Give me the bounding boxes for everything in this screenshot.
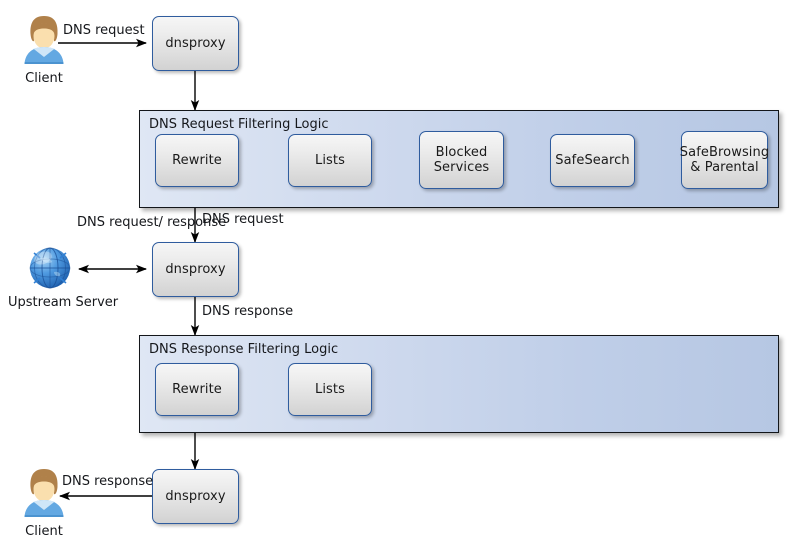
dnsproxy-top-node[interactable]: dnsproxy <box>152 16 239 71</box>
edge-label-dnsproxy-to-client: DNS response <box>62 474 154 489</box>
stage-blocked-services-label-line1: Blocked <box>435 145 488 160</box>
dns-response-filtering-panel: DNS Response Filtering Logic <box>139 335 779 433</box>
stage-blocked-services[interactable]: Blocked Services <box>419 131 504 189</box>
stage-rewrite-request[interactable]: Rewrite <box>155 134 239 187</box>
edge-label-upstream-line1: DNS <box>77 215 105 230</box>
stage-lists-response-label: Lists <box>315 382 345 397</box>
stage-rewrite-response[interactable]: Rewrite <box>155 363 239 416</box>
stage-safesearch-label: SafeSearch <box>555 153 630 168</box>
dnsproxy-middle-label: dnsproxy <box>165 262 226 277</box>
stage-blocked-services-label-line2: Services <box>433 160 490 175</box>
dns-response-filtering-panel-title: DNS Response Filtering Logic <box>149 342 339 357</box>
dnsproxy-middle-node[interactable]: dnsproxy <box>152 242 239 297</box>
stage-safesearch[interactable]: SafeSearch <box>550 134 635 187</box>
dns-request-filtering-panel-title: DNS Request Filtering Logic <box>149 117 329 132</box>
dnsproxy-bottom-node[interactable]: dnsproxy <box>152 469 239 524</box>
stage-lists-response[interactable]: Lists <box>288 363 372 416</box>
client-bottom-caption: Client <box>25 524 63 539</box>
upstream-server-globe <box>24 242 76 298</box>
client-bottom-avatar <box>22 467 66 525</box>
upstream-server-caption-line1: Upstream <box>8 295 72 310</box>
edge-label-client-to-dnsproxy: DNS request <box>63 23 145 38</box>
stage-lists-request[interactable]: Lists <box>288 134 372 187</box>
edge-label-upstream-line3: response <box>167 215 227 230</box>
upstream-server-caption: Upstream Server <box>8 295 118 310</box>
stage-safebrowsing-parental-label-line1: SafeBrowsing <box>679 145 770 160</box>
dnsproxy-bottom-label: dnsproxy <box>165 489 226 504</box>
stage-rewrite-request-label: Rewrite <box>172 153 222 168</box>
stage-rewrite-response-label: Rewrite <box>172 382 222 397</box>
client-top-caption: Client <box>25 71 63 86</box>
dnsproxy-top-label: dnsproxy <box>165 36 226 51</box>
edge-label-request-panel-to-dnsproxy: DNS request <box>202 212 284 227</box>
edge-label-upstream-request-response: DNS request/ response <box>77 215 226 231</box>
edge-label-dnsproxy-to-response-panel: DNS response <box>202 304 294 319</box>
client-top-avatar <box>22 14 66 72</box>
stage-safebrowsing-parental[interactable]: SafeBrowsing & Parental <box>679 131 770 189</box>
stage-safebrowsing-parental-label-line2: & Parental <box>690 160 759 175</box>
stage-lists-request-label: Lists <box>315 153 345 168</box>
edge-label-upstream-line2: request/ <box>109 215 163 230</box>
upstream-server-caption-line2: Server <box>75 295 119 310</box>
